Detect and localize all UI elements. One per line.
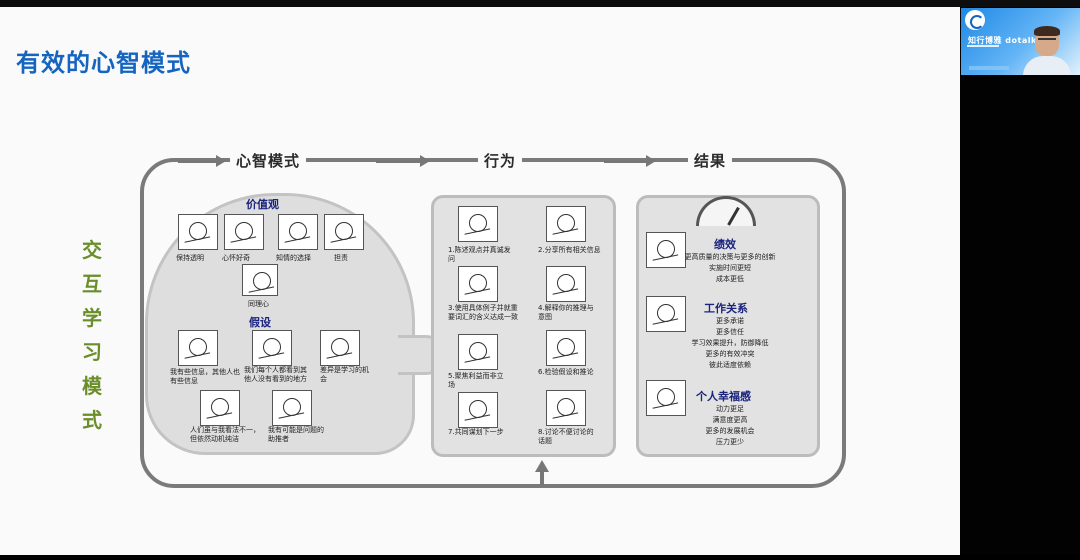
result-title: 工作关系 <box>704 302 748 315</box>
behavior-item: 4.解释你的推理与意图 <box>538 304 594 321</box>
loop-arrow-icon <box>178 155 226 167</box>
behavior-icon <box>546 390 586 426</box>
slide-title: 有效的心智模式 <box>16 49 191 77</box>
result-items: 动力更足 满意度更高 更多的发展机会 压力更少 <box>705 405 755 446</box>
result-title: 绩效 <box>714 238 736 251</box>
behavior-icon <box>546 266 586 302</box>
result-items: 更高质量的决策与更多的创新 实施时间更短 成本更低 <box>684 253 776 283</box>
value-caption: 担责 <box>334 254 348 262</box>
empathy-icon <box>242 264 278 296</box>
arrow-right-icon <box>376 155 430 167</box>
brand-logo-icon <box>965 10 985 30</box>
behavior-item: 3.使用具体例子并就重要词汇的含义达成一致 <box>448 304 518 321</box>
header-result: 结果 <box>688 150 733 171</box>
assumption-icon <box>252 330 292 366</box>
accountability-icon <box>324 214 364 250</box>
assumption-icon <box>178 330 218 366</box>
value-caption: 保持透明 <box>176 254 204 262</box>
behavior-icon <box>458 334 498 370</box>
assumption-icon <box>272 390 312 426</box>
behavior-item: 5.聚焦利益而非立场 <box>448 372 504 389</box>
assumption-caption: 我有些信息，其他人也有些信息 <box>170 368 240 385</box>
header-mindset: 心智模式 <box>230 150 307 171</box>
right-panel <box>960 7 1080 555</box>
transparency-icon <box>178 214 218 250</box>
camera-desk <box>969 66 1009 70</box>
camera-divider <box>967 45 999 47</box>
empathy-caption: 同理心 <box>248 300 269 308</box>
behavior-item: 7.共同谋划下一步 <box>448 428 504 436</box>
behavior-icon <box>458 392 498 428</box>
behavior-item: 2.分享所有相关信息 <box>538 246 601 254</box>
wellbeing-icon <box>646 380 686 416</box>
assumption-caption: 人们虽与我看法不一，但依然动机纯洁 <box>190 426 260 443</box>
values-title: 价值观 <box>246 198 279 211</box>
behavior-icon <box>546 330 586 366</box>
side-label-interactive-learning: 交 互 学 习 模 式 <box>82 238 102 432</box>
assumption-icon <box>200 390 240 426</box>
value-caption: 知情的选择 <box>276 254 311 262</box>
header-behavior: 行为 <box>478 150 523 171</box>
camera-brand-text: 知行博雅 dotalk <box>968 36 1037 45</box>
assumption-caption: 我有可能是问题的助推者 <box>268 426 324 443</box>
mindset-diagram: 心智模式 行为 结果 <box>140 146 846 491</box>
performance-icon <box>646 232 686 268</box>
behavior-item: 6.检验假设和推论 <box>538 368 594 376</box>
assumptions-title: 假设 <box>249 316 271 329</box>
value-caption: 心怀好奇 <box>222 254 250 262</box>
curiosity-icon <box>224 214 264 250</box>
behavior-item: 1.陈述观点并真诚发问 <box>448 246 511 263</box>
behavior-item: 8.讨论不便讨论的话题 <box>538 428 594 445</box>
arrow-right-icon <box>604 155 656 167</box>
behavior-icon <box>546 206 586 242</box>
result-items: 更多承诺 更多信任 学习效果提升，防御降低 更多的有效冲突 彼此适度依赖 <box>691 317 769 369</box>
choice-icon <box>278 214 318 250</box>
result-title: 个人幸福感 <box>696 390 751 403</box>
assumption-caption: 我们每个人都看到其他人没有看到的地方 <box>244 366 307 383</box>
speaker-video[interactable]: 知行博雅 dotalk <box>961 8 1080 75</box>
relationship-icon <box>646 296 686 332</box>
arrow-up-icon <box>532 460 552 486</box>
top-bar <box>0 0 1080 7</box>
speaker-avatar <box>1023 26 1071 75</box>
assumption-caption: 差异是学习的机会 <box>320 366 369 383</box>
behavior-icon <box>458 206 498 242</box>
assumption-icon <box>320 330 360 366</box>
behavior-icon <box>458 266 498 302</box>
